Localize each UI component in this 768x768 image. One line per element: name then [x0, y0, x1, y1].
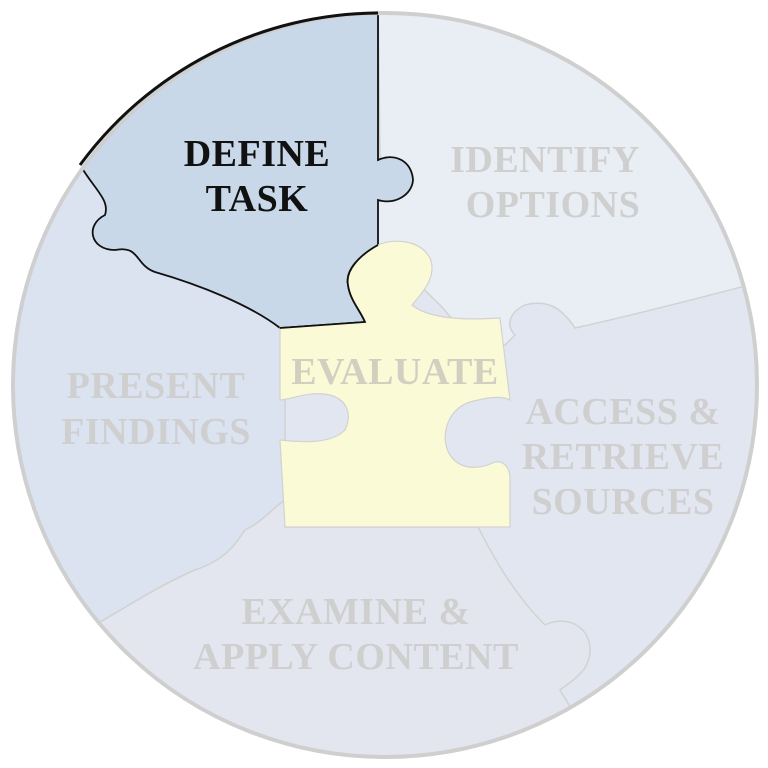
- label-line: RETRIEVE: [522, 436, 725, 478]
- label-line: SOURCES: [532, 481, 715, 523]
- piece-evaluate: [279, 240, 511, 528]
- label-line: EXAMINE &: [241, 591, 470, 633]
- segment-label-examine-apply: EXAMINE & APPLY CONTENT: [193, 591, 519, 678]
- label-line: APPLY CONTENT: [193, 636, 519, 678]
- center-label-evaluate: EVALUATE: [291, 351, 498, 393]
- label-line: FINDINGS: [61, 411, 251, 453]
- segment-label-present-findings: PRESENT FINDINGS: [61, 365, 251, 453]
- label-line: ACCESS &: [525, 391, 720, 433]
- segment-label-identify-options: IDENTIFY OPTIONS: [450, 139, 640, 226]
- piece-define-task-outline: [79, 13, 414, 329]
- diagram-rim: [11, 11, 759, 759]
- label-line: OPTIONS: [466, 184, 641, 226]
- label-line: DEFINE: [184, 133, 331, 175]
- segment-label-access-retrieve: ACCESS & RETRIEVE SOURCES: [522, 391, 725, 523]
- define-task-rim-arc: [78, 11, 379, 166]
- label-line: PRESENT: [67, 365, 246, 407]
- segment-label-define-task: DEFINE TASK: [184, 133, 331, 220]
- label-line: IDENTIFY: [450, 139, 640, 181]
- piece-evaluate-top-outline: [279, 244, 379, 329]
- label-line: TASK: [206, 178, 309, 220]
